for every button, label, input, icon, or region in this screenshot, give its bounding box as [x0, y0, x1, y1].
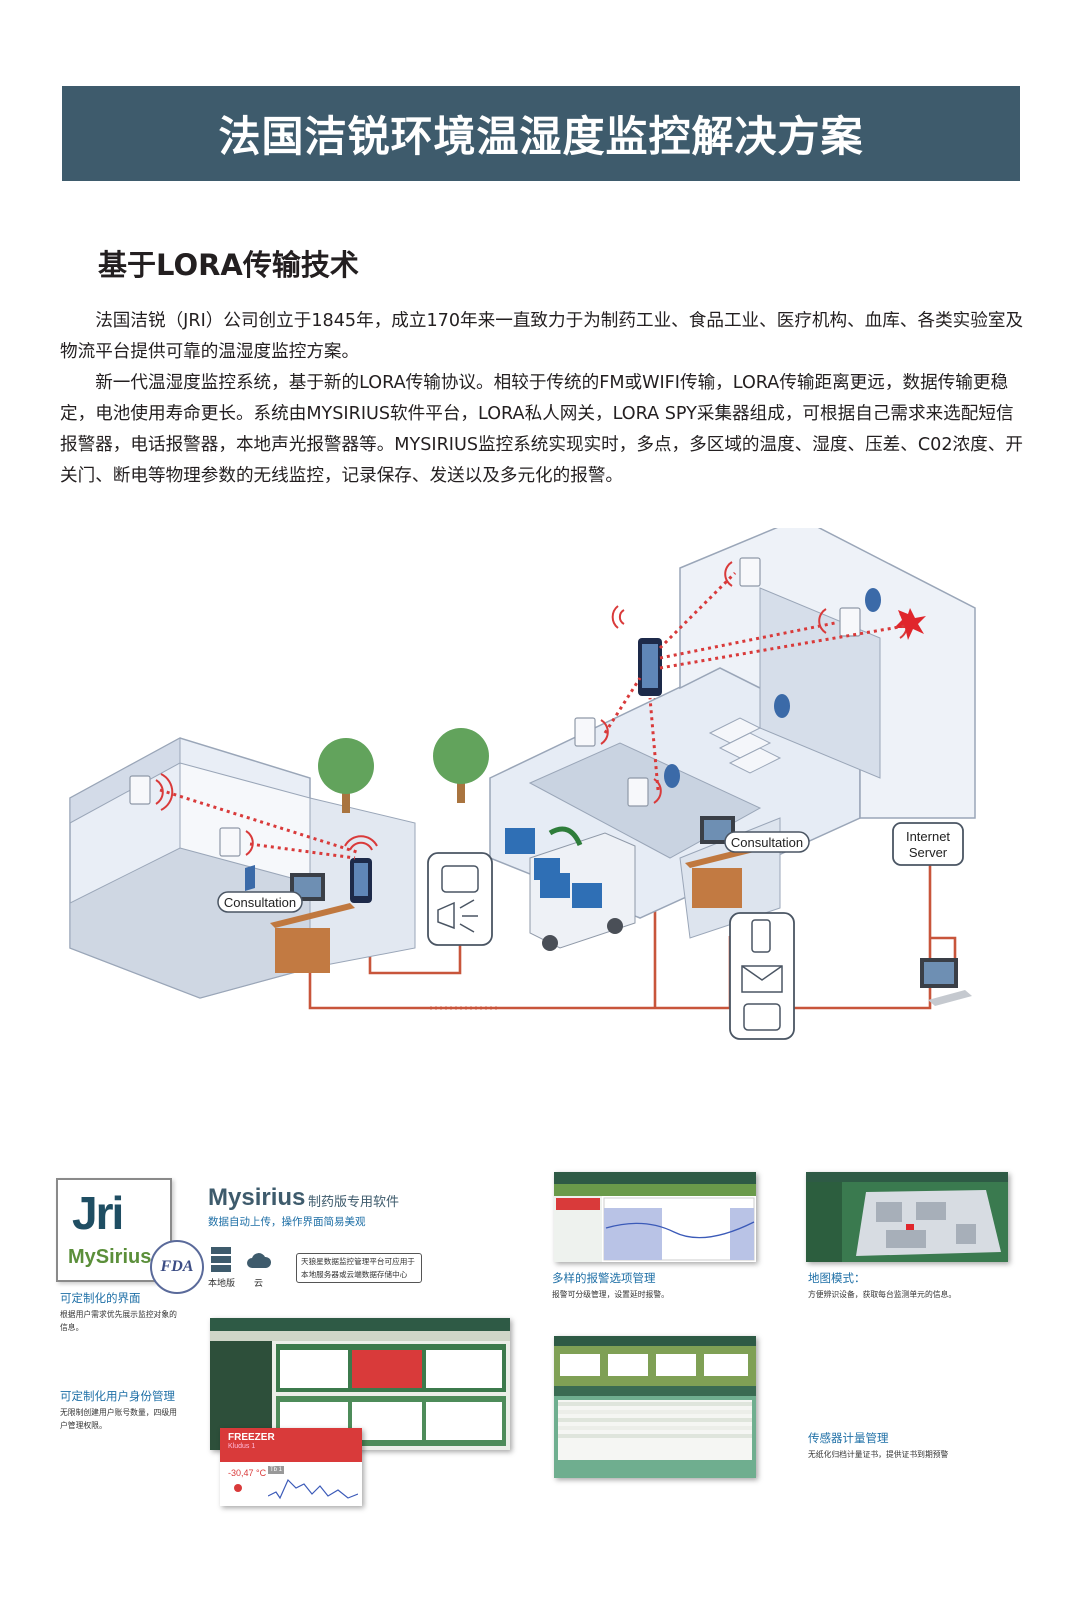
freezer-card-badge: Tb 1 — [268, 1466, 285, 1474]
title-banner: 法国洁锐环境温湿度监控解决方案 — [62, 86, 1020, 181]
section-heading: 基于LORA传输技术 — [98, 248, 359, 282]
intro-text: 法国洁锐（JRI）公司创立于1845年，成立170年来一直致力于为制药工业、食品… — [60, 306, 1026, 492]
remote-computer-icon — [920, 958, 972, 1006]
sensor-icons — [129, 557, 861, 857]
logo-jri-text: Jri — [72, 1187, 124, 1239]
cloud-icon — [247, 1253, 272, 1268]
consultation-label-right: Consultation — [724, 831, 810, 853]
server-label-line1: Internet — [906, 829, 950, 844]
jri-mysirius-logo: Jri MySirius — [56, 1178, 172, 1282]
feature-title-map-mode: 地图模式： — [808, 1271, 866, 1285]
left-building — [69, 737, 416, 999]
feature-desc-map-mode: 方便辨识设备，获取每台监测单元的信息。 — [808, 1290, 957, 1299]
alarm-dot-icon — [234, 1484, 242, 1492]
feature-desc-calibration: 无纸化归档计量证书，提供证书到期预警 — [808, 1450, 949, 1459]
feature-title-user-management: 可定制化用户身份管理 — [60, 1389, 175, 1403]
cloud-version-label: 云 — [254, 1279, 264, 1289]
software-name: Mysirius — [208, 1184, 306, 1211]
freezer-card-title: FREEZER — [228, 1432, 275, 1443]
server-rack-icon — [211, 1247, 231, 1272]
svg-text:Consultation: Consultation — [731, 835, 803, 850]
svg-text:Consultation: Consultation — [224, 895, 296, 910]
freezer-card: FREEZER Kludus 1 -30,47 °C Tb 1 — [220, 1428, 362, 1506]
intro-paragraph-2: 新一代温湿度监控系统，基于新的LORA传输协议。相较于传统的FM或WIFI传输，… — [60, 373, 1023, 486]
software-tag: 制药版专用软件 — [308, 1195, 400, 1210]
page-title: 法国洁锐环境温湿度监控解决方案 — [218, 112, 864, 161]
consultation-label-left: Consultation — [217, 891, 303, 913]
feature-title-custom-interface: 可定制化的界面 — [60, 1291, 141, 1305]
fda-seal-icon: FDA — [150, 1240, 204, 1294]
alarm-screenshot — [554, 1172, 756, 1262]
remote-alarm-device-box — [729, 912, 795, 1040]
local-alarm-device-box — [427, 852, 493, 946]
fda-seal-text: FDA — [160, 1258, 194, 1275]
feature-title-alarm-options: 多样的报警选项管理 — [552, 1271, 656, 1285]
internet-server-box: Internet Server — [892, 822, 964, 866]
right-building — [489, 528, 976, 939]
alarm-burst-icon — [894, 608, 926, 640]
refrigerated-truck-icon — [505, 826, 636, 951]
feature-title-calibration: 传感器计量管理 — [808, 1431, 889, 1445]
stairs — [708, 717, 782, 774]
freezer-card-header: FREEZER Kludus 1 — [220, 1428, 362, 1462]
freezer-card-subtitle: Kludus 1 — [228, 1443, 256, 1450]
local-version-label: 本地版 — [208, 1279, 236, 1289]
intro-paragraph-1: 法国洁锐（JRI）公司创立于1845年，成立170年来一直致力于为制药工业、食品… — [60, 311, 1024, 362]
software-subtitle: 数据自动上传，操作界面简易美观 — [208, 1216, 366, 1228]
logo-mysirius-text: MySirius — [68, 1246, 152, 1268]
gateway-left-icon — [344, 835, 378, 903]
feature-desc-custom-interface: 根据用户需求优先展示监控对象的 信息。 — [60, 1310, 177, 1332]
gateway-main-icon — [611, 605, 662, 696]
trees — [318, 728, 489, 813]
system-diagram: Internet Server Consultation Consultatio… — [69, 528, 976, 1040]
freezer-card-value: -30,47 °C — [228, 1468, 267, 1478]
map-mode-screenshot — [806, 1172, 1008, 1262]
freezer-sparkline — [268, 1478, 358, 1500]
lora-links — [159, 571, 906, 860]
sensor-management-screenshot — [554, 1336, 756, 1478]
deployment-note: 天狼星数据监控管理平台可应用于 本地服务器或云端数据存储中心 — [296, 1253, 422, 1283]
server-label-line2: Server — [909, 845, 948, 860]
feature-desc-alarm-options: 报警可分级管理，设置延时报警。 — [552, 1290, 669, 1299]
feature-desc-user-management: 无限制创建用户账号数量，四级用 户管理权限。 — [60, 1408, 177, 1430]
